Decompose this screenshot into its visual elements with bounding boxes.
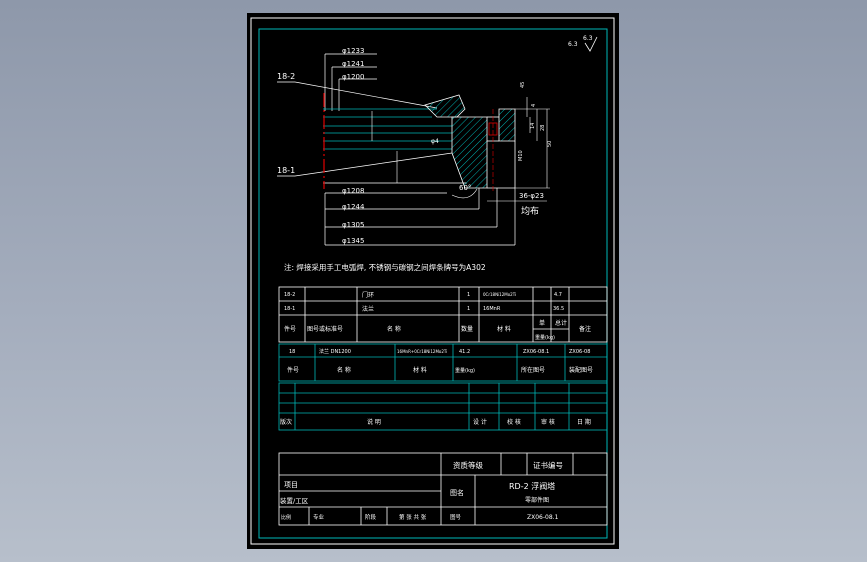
bom-row-2-qty: 1	[467, 306, 470, 312]
bom-row-1-seq: 18-2	[284, 292, 295, 298]
rev-label-check: 校 核	[507, 418, 521, 426]
tb-project-label: 项目	[284, 481, 298, 489]
bom-header-remark: 备注	[579, 325, 591, 333]
holes-label: 36-φ23	[519, 192, 544, 200]
tb-scale-label: 比例	[281, 514, 291, 521]
dim-side-4: 50	[547, 141, 553, 147]
bom-header-material: 材 料	[497, 325, 511, 333]
rev-label-review: 审 核	[541, 418, 555, 426]
dim-top-0: φ1233	[342, 47, 364, 55]
tb-drawing-title: RD-2 浮阀塔	[509, 481, 555, 491]
dim-side-5: φ4	[431, 138, 439, 145]
bom-header-drawing-no: 图号或标准号	[307, 325, 343, 333]
bom-header-seq: 件号	[284, 325, 296, 333]
part-label-18-1: 18-1	[277, 166, 295, 175]
tb-drawing-no: ZX06-08.1	[527, 514, 559, 521]
part-row-assembly: ZX06-08	[569, 349, 590, 355]
flange-section	[323, 93, 516, 193]
welding-note: 注: 焊接采用手工电弧焊, 不锈钢与碳钢之间焊条牌号为A302	[284, 262, 486, 272]
drawing-canvas: 6.3 6.3 φ1233 φ1241 φ1200 18-2 18-1	[250, 17, 615, 545]
tb-drawing-no-label: 图号	[450, 513, 462, 521]
bom-row-1-material: 0Cr18Ni12Mo2Ti	[483, 292, 516, 297]
bom-row-2-material: 16MnR	[483, 306, 501, 312]
bom-row-1-qty: 1	[467, 292, 470, 298]
dim-side-6: M10	[518, 150, 524, 161]
part-header-drawing: 所在图号	[521, 366, 545, 374]
rev-label-desc: 说 明	[367, 418, 381, 426]
side-dimensions	[515, 97, 550, 189]
part-header-material: 材 料	[413, 366, 427, 374]
bom-table	[278, 286, 608, 343]
tb-drawing-subtitle: 零部件图	[525, 496, 549, 504]
part-header-assembly: 装配图号	[569, 366, 593, 374]
tb-drawing-name-label: 图名	[450, 488, 464, 497]
part-label-18-2: 18-2	[277, 72, 295, 81]
holes-note: 均布	[521, 205, 539, 217]
tb-qualification: 资质等级	[453, 460, 483, 470]
dim-side-2: 14	[530, 123, 536, 129]
title-block	[278, 452, 608, 526]
svg-text:6.3: 6.3	[568, 41, 578, 48]
dim-side-1: 4	[531, 104, 537, 107]
dim-bottom-0: φ1208	[342, 187, 364, 195]
inner-border	[258, 28, 608, 539]
dim-bottom-2: φ1305	[342, 221, 364, 229]
bottom-dimension-lines	[324, 188, 516, 246]
dim-bottom-3: φ1345	[342, 237, 364, 245]
part-table	[278, 343, 608, 382]
bom-row-2-weight: 36.5	[553, 306, 564, 312]
dim-side-0: 45	[520, 82, 526, 88]
revision-table	[278, 382, 608, 431]
bom-row-1-weight: 4.7	[554, 292, 562, 298]
part-header-name: 名 称	[337, 366, 351, 374]
bom-header-single: 单	[539, 319, 545, 327]
bom-header-qty: 数量	[461, 325, 473, 333]
part-row-weight: 41.2	[459, 349, 470, 355]
tb-discipline-label: 专业	[313, 513, 325, 521]
rev-label-date: 日 期	[577, 418, 591, 426]
dim-bottom-1: φ1244	[342, 203, 365, 211]
dim-side-3: 28	[540, 125, 546, 131]
bom-header-name: 名 称	[387, 325, 401, 333]
dim-top-2: φ1200	[342, 73, 364, 81]
bom-header-weight: 重量(kg)	[535, 334, 555, 341]
tb-device-label: 装置/工区	[280, 496, 309, 505]
svg-text:6.3: 6.3	[583, 35, 593, 42]
bom-row-2-name: 法兰	[362, 305, 374, 313]
part-header-weight: 重量(kg)	[455, 367, 475, 374]
angle-label: 60°	[459, 184, 471, 192]
part-row-drawing: ZX06-08.1	[523, 349, 549, 355]
part-header-seq: 件号	[287, 366, 299, 374]
dim-top-1: φ1241	[342, 60, 364, 68]
bom-row-2-seq: 18-1	[284, 306, 295, 312]
rev-label-design: 设 计	[473, 418, 487, 426]
part-row-seq: 18	[289, 349, 295, 355]
rev-label-version: 版次	[280, 418, 292, 426]
tb-phase-label: 阶段	[365, 513, 377, 521]
tb-certificate: 证书编号	[533, 460, 563, 470]
part-row-name: 法兰 DN1200	[319, 348, 351, 355]
part-row-material: 16MnR+0Cr18Ni12Mo2Ti	[397, 349, 447, 354]
drawing-sheet: 6.3 6.3 φ1233 φ1241 φ1200 18-2 18-1	[247, 13, 619, 549]
tb-sheet-label: 第 张 共 张	[399, 513, 427, 521]
bom-row-1-name: 门环	[362, 291, 374, 299]
bom-header-total: 总计	[555, 319, 567, 327]
roughness-symbol: 6.3 6.3	[568, 35, 598, 52]
outer-border	[250, 17, 615, 545]
